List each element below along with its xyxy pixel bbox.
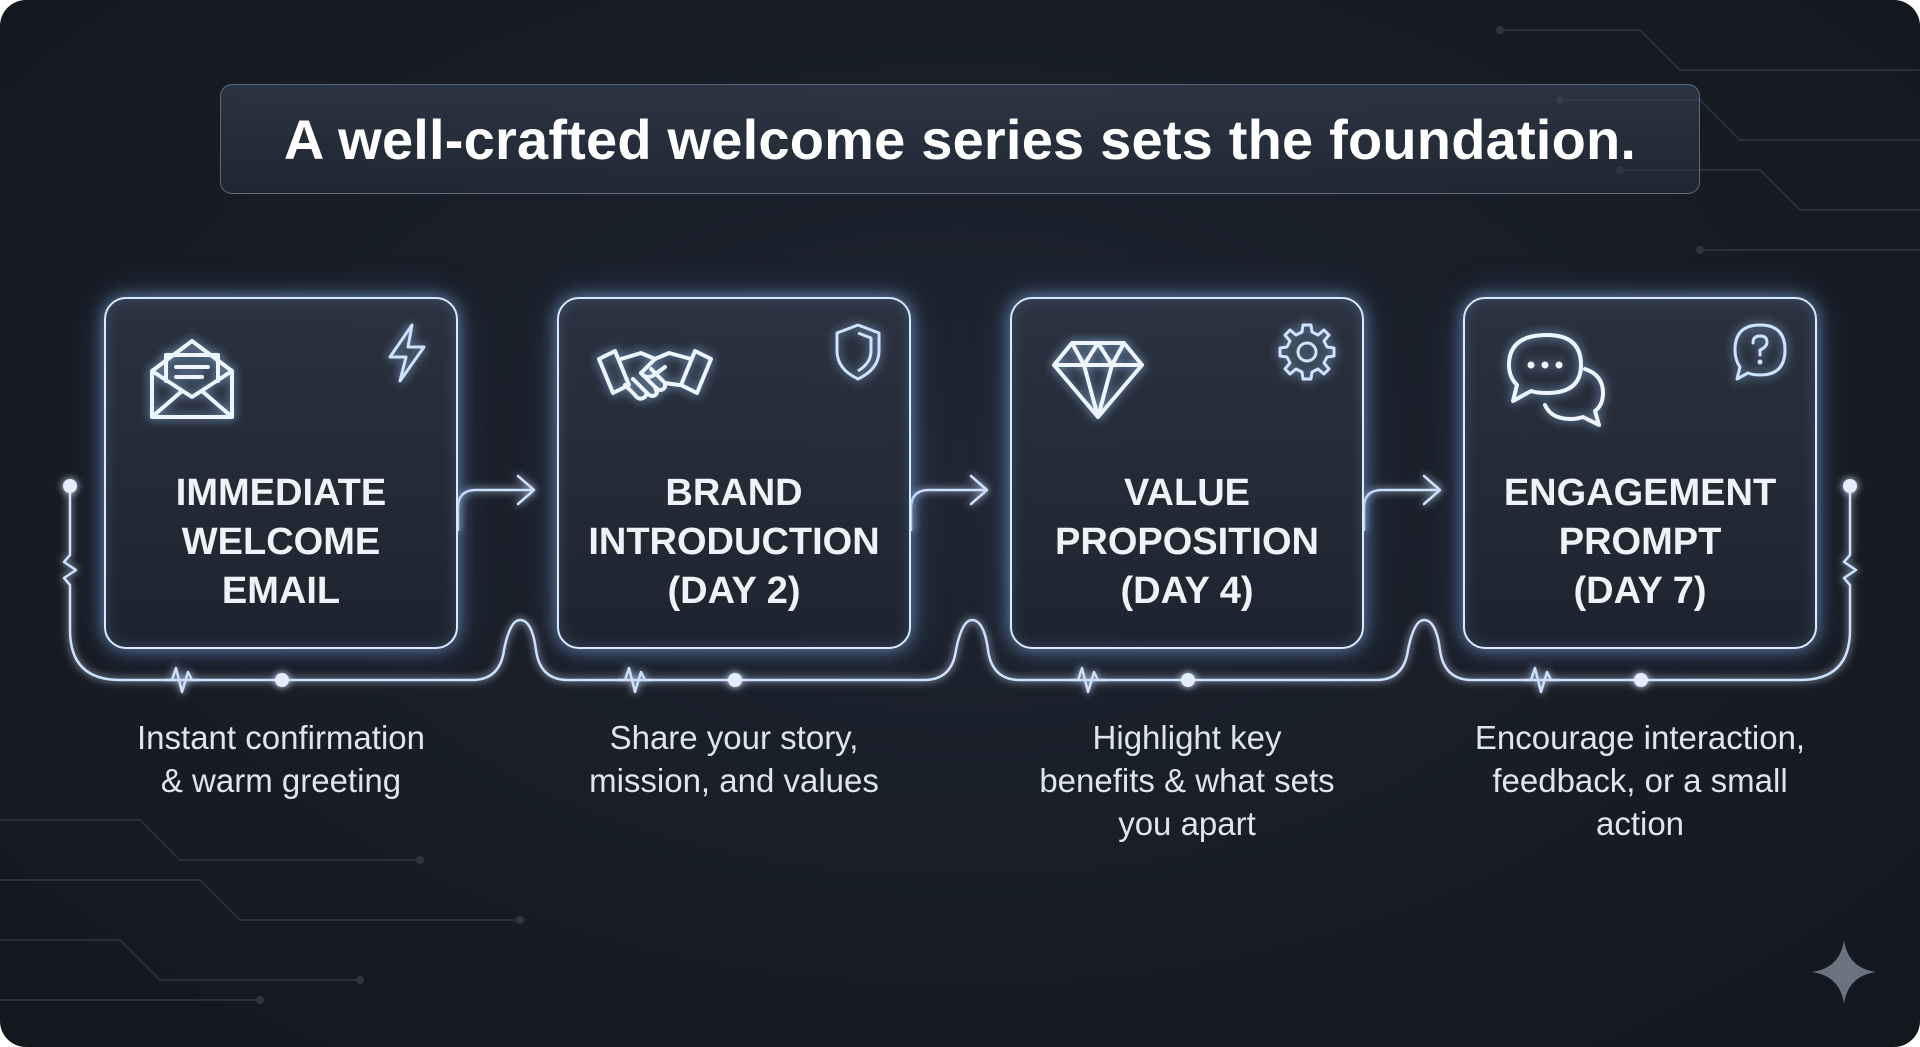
title-banner: A well-crafted welcome series sets the f… — [220, 84, 1700, 194]
step-card-1: IMMEDIATE WELCOME EMAIL — [104, 297, 458, 649]
handshake-icon — [597, 349, 713, 401]
left-rail-line — [62, 484, 474, 682]
baseline-line — [470, 484, 1858, 682]
sparkle-icon — [1812, 940, 1876, 1004]
gear-icon — [1278, 323, 1336, 381]
lightning-bolt-icon — [388, 323, 426, 383]
step-label: IMMEDIATE WELCOME EMAIL — [175, 472, 387, 612]
arrow-head-1 — [516, 474, 536, 506]
step-card-2: BRAND INTRODUCTION (DAY 2) — [557, 297, 911, 649]
arrow-line-2 — [909, 488, 987, 532]
step-description-3: Highlight key benefits & what sets you a… — [1039, 719, 1335, 842]
step-label: ENGAGEMENT PROMPT (DAY 7) — [1503, 472, 1777, 612]
step-description-2: Share your story, mission, and values — [589, 719, 879, 799]
step-description-1: Instant confirmation & warm greeting — [137, 719, 425, 799]
diamond-icon — [1052, 341, 1144, 419]
pulse-4 — [1522, 666, 1561, 694]
step-label: VALUE PROPOSITION (DAY 4) — [1055, 472, 1319, 612]
shield-icon — [835, 323, 881, 381]
envelope-open-icon — [150, 339, 234, 419]
baseline-node-1 — [275, 673, 289, 687]
baseline-node-4 — [1634, 673, 1648, 687]
step-label: BRAND INTRODUCTION (DAY 2) — [588, 472, 880, 612]
pulse-1 — [163, 666, 202, 694]
arrow-head-3 — [1422, 474, 1442, 506]
pulse-2 — [616, 666, 655, 694]
arrow-head-2 — [969, 474, 989, 506]
step-card-4: ENGAGEMENT PROMPT (DAY 7) — [1463, 297, 1817, 649]
arrow-line-1 — [456, 488, 534, 532]
chat-bubbles-icon — [1507, 333, 1605, 427]
page-title: A well-crafted welcome series sets the f… — [283, 107, 1637, 171]
rail-node-right — [1843, 479, 1857, 493]
baseline-node-3 — [1181, 673, 1195, 687]
step-card-3: VALUE PROPOSITION (DAY 4) — [1010, 297, 1364, 649]
rail-node-left — [63, 479, 77, 493]
arrow-line-3 — [1362, 488, 1440, 532]
baseline-node-2 — [728, 673, 742, 687]
question-bubble-icon — [1733, 323, 1787, 381]
step-description-4: Encourage interaction, feedback, or a sm… — [1474, 719, 1806, 842]
pulse-3 — [1069, 666, 1108, 694]
